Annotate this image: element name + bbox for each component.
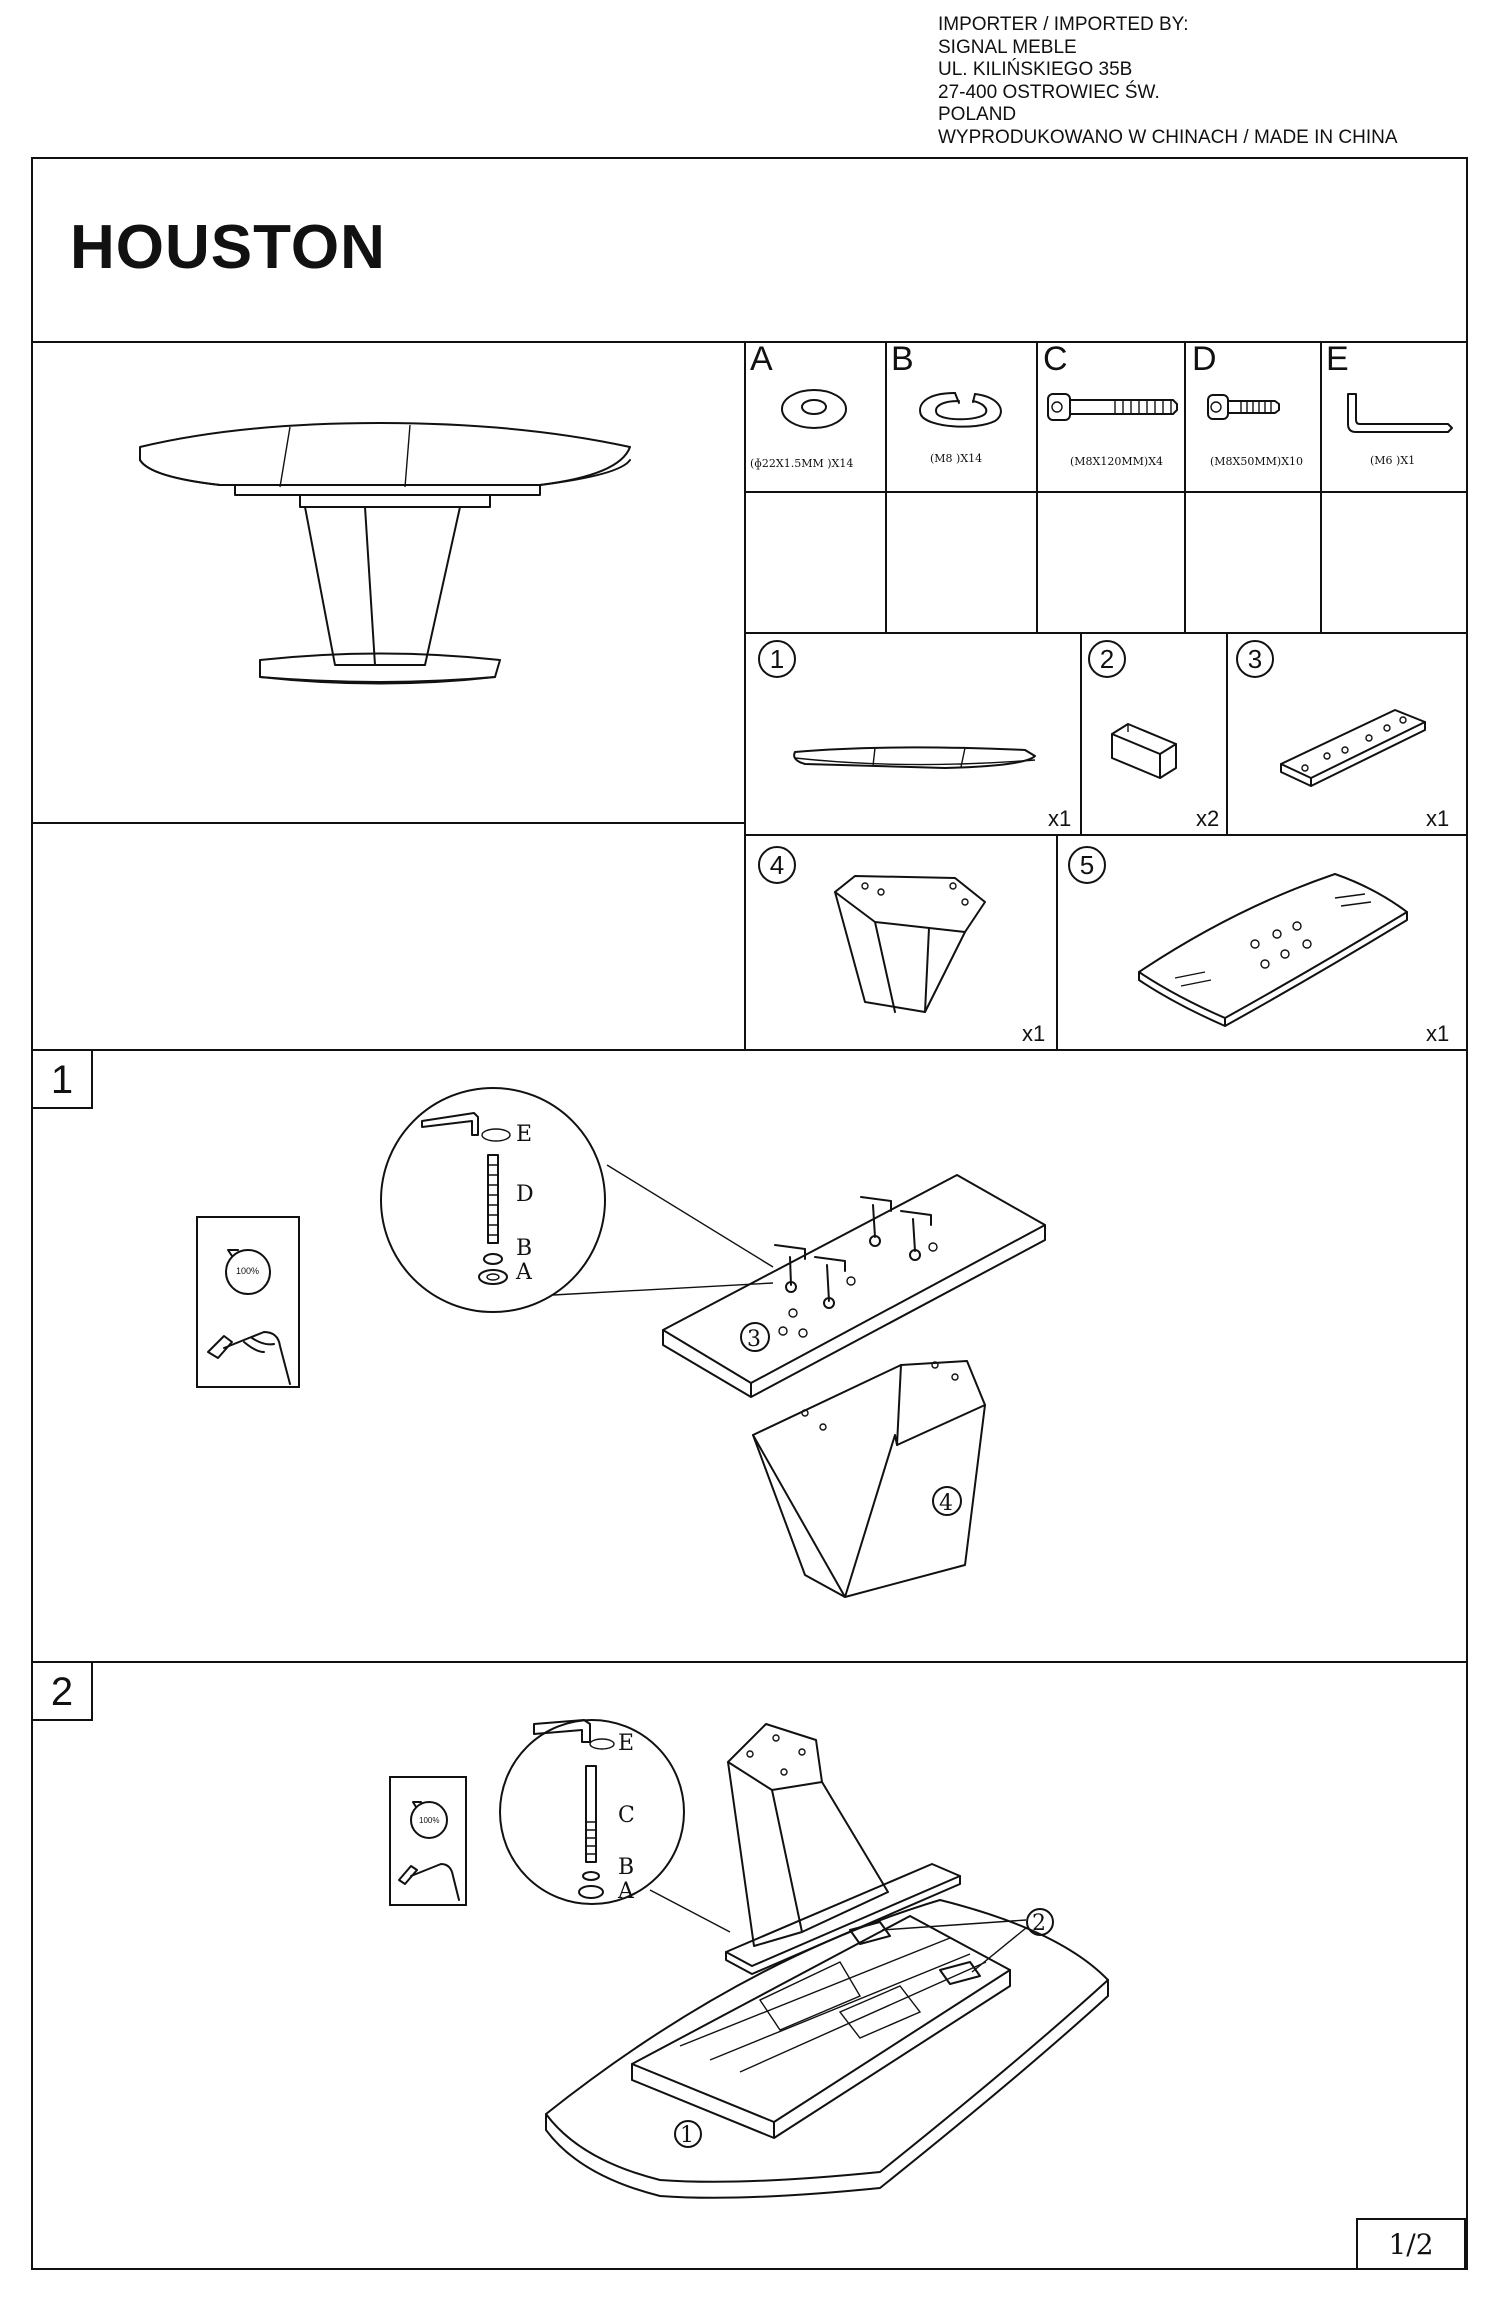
hardware-letter-c: C — [1043, 340, 1068, 378]
importer-line: SIGNAL MEBLE — [938, 36, 1077, 58]
hardware-letter-a: A — [750, 340, 773, 378]
torque-dial-icon — [225, 1249, 271, 1295]
pedestal-column-icon — [834, 875, 986, 1013]
divider — [31, 341, 1468, 343]
hand-with-key-icon — [398, 1863, 460, 1901]
hardware-spec-e: (M6 )X1 — [1370, 454, 1416, 467]
fastener-callout-circle: E C B A — [499, 1719, 685, 1905]
torque-label: 100% — [419, 1816, 440, 1825]
tabletop-icon — [793, 746, 1036, 769]
part-label-4: 4 — [939, 1491, 953, 1516]
callout-label-b: B — [516, 1236, 532, 1261]
torque-label: 100% — [236, 1266, 260, 1276]
hardware-spec-b: (M8 )X14 — [930, 452, 983, 465]
part-label-1: 1 — [680, 2123, 694, 2148]
hand-with-key-icon — [207, 1331, 291, 1385]
step-number-1: 1 — [31, 1049, 93, 1109]
callout-label-c: C — [618, 1803, 635, 1828]
allen-key-icon — [1347, 393, 1453, 433]
callout-label-e: E — [516, 1122, 532, 1147]
torque-instruction-card: 100% — [196, 1216, 300, 1388]
divider — [31, 1661, 1468, 1663]
hardware-letter-b: B — [891, 340, 914, 378]
divider — [744, 491, 1468, 493]
divider — [31, 1049, 1468, 1051]
divider — [1080, 632, 1082, 835]
instruction-sheet-frame — [31, 157, 1468, 2270]
importer-line: IMPORTER / IMPORTED BY: — [938, 14, 1189, 35]
washer-icon — [781, 389, 847, 429]
hardware-spec-d: (M8X50MM)X10 — [1210, 455, 1304, 468]
part-label-3: 3 — [747, 1327, 761, 1352]
callout-label-b: B — [618, 1855, 634, 1880]
product-title: HOUSTON — [70, 213, 386, 282]
importer-info: IMPORTER / IMPORTED BY: SIGNAL MEBLE UL.… — [938, 14, 1398, 149]
part-number-3: 3 — [1236, 640, 1274, 678]
long-bolt-icon — [1047, 393, 1178, 421]
part-qty-5: x1 — [1426, 1021, 1450, 1046]
importer-line: POLAND — [938, 104, 1017, 125]
divider — [744, 341, 746, 1050]
importer-line: WYPRODUKOWANO W CHINACH / MADE IN CHINA — [938, 126, 1398, 148]
part-label-2: 2 — [1032, 1911, 1046, 1936]
torque-instruction-card: 100% — [389, 1776, 467, 1906]
divider — [1320, 341, 1322, 633]
divider — [744, 834, 1468, 836]
part-number-2: 2 — [1088, 640, 1126, 678]
callout-label-d: D — [516, 1182, 534, 1207]
hardware-spec-a: (ɸ22X1.5MM )X14 — [750, 457, 854, 470]
base-plate-icon — [1138, 873, 1408, 1027]
part-number-5: 5 — [1068, 846, 1106, 884]
callout-label-a: A — [617, 1879, 635, 1904]
step-2-assembly-illustration: 2 1 — [545, 1723, 1109, 2199]
divider — [1226, 632, 1228, 835]
hardware-letter-d: D — [1192, 340, 1217, 378]
part-qty-2: x2 — [1196, 806, 1220, 831]
step-number-2: 2 — [31, 1661, 93, 1721]
hardware-spec-c: (M8X120MM)X4 — [1070, 455, 1164, 468]
part-number-1: 1 — [758, 640, 796, 678]
importer-line: UL. KILIŃSKIEGO 35B — [938, 59, 1133, 80]
step-1-assembly-illustration: 3 4 — [552, 1164, 1046, 1598]
fastener-callout-circle: E D B A — [380, 1087, 606, 1313]
short-bolt-icon — [1207, 394, 1280, 420]
bracket-block-icon — [1111, 723, 1177, 779]
mounting-plate-icon — [1280, 709, 1426, 787]
page-number: 1/2 — [1356, 2218, 1466, 2270]
hardware-letter-e: E — [1326, 340, 1349, 378]
split-washer-icon — [919, 392, 1002, 428]
part-qty-4: x1 — [1022, 1021, 1046, 1046]
part-number-4: 4 — [758, 846, 796, 884]
importer-line: 27-400 OSTROWIEC ŚW. — [938, 81, 1160, 103]
table-overview-illustration — [139, 422, 631, 685]
divider — [1184, 341, 1186, 633]
divider — [744, 632, 1468, 634]
divider — [1056, 834, 1058, 1050]
callout-label-e: E — [618, 1731, 634, 1756]
divider — [31, 822, 745, 824]
torque-dial-icon — [410, 1801, 448, 1839]
part-qty-3: x1 — [1426, 806, 1450, 831]
part-qty-1: x1 — [1048, 806, 1072, 831]
callout-label-a: A — [515, 1260, 533, 1285]
divider — [885, 341, 887, 633]
divider — [1036, 341, 1038, 633]
